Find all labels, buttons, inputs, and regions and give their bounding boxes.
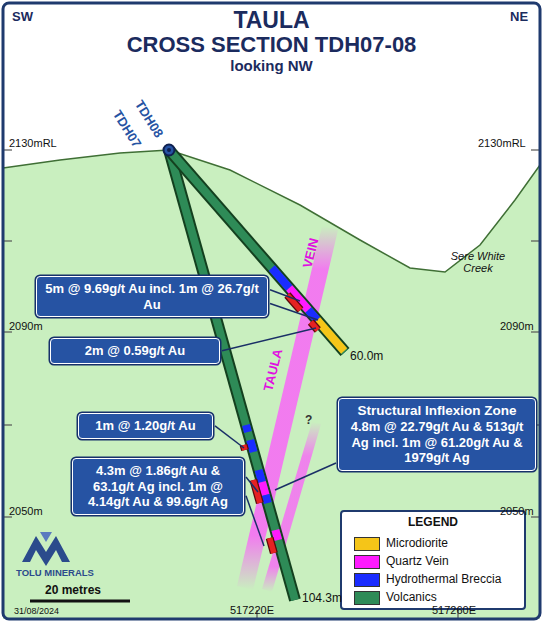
legend-swatch [354,591,380,605]
leader-line [246,496,264,546]
legend-text: Volcanics [386,590,437,604]
section-label: ? [305,414,312,427]
interval-mark [266,495,268,503]
section-label: 2050m [500,505,534,517]
interval-mark [272,268,289,288]
assay-mark [270,538,274,553]
interval-mark [250,440,253,452]
section-label: 2090m [9,320,43,332]
assay-callout: 4.3m @ 1.86g/t Au & 63.1g/t Ag incl. 1m … [72,458,244,515]
interval-mark [262,482,266,495]
assay-callout: 5m @ 9.69g/t Au incl. 1m @ 26.7g/t Au [36,276,268,317]
section-label: 2050m [9,505,43,517]
drill-hole [169,150,345,352]
legend-swatch [354,573,380,587]
assay-mark [270,538,274,553]
interval-mark [246,425,248,432]
section-label: 517260E [432,604,476,616]
leader-line [246,477,258,492]
section-label: TOLU MINERALS [16,568,94,578]
leader-line [215,426,244,448]
callout-heading: Structural Inflexion Zone [347,403,527,419]
callout-text: 2m @ 0.59g/t Au [59,343,211,359]
section-label: NE [510,10,528,24]
callout-text: 5m @ 9.69g/t Au incl. 1m @ 26.7g/t Au [45,281,259,312]
legend-swatch [354,537,380,551]
callout-text: 4.8m @ 22.79g/t Au & 513g/t Ag incl. 1m … [347,419,527,466]
assay-callout: 2m @ 0.59g/t Au [50,338,220,364]
section-label: 60.0m [350,350,383,363]
leader-line [275,463,336,490]
legend-box: LEGEND MicrodioriteQuartz VeinHydrotherma… [340,510,526,610]
section-label: looking NW [0,58,543,75]
drill-hole [169,150,345,352]
leader-line [222,328,316,351]
assay-callout: 1m @ 1.20g/t Au [78,413,213,439]
zone-callout: Structural Inflexion Zone4.8m @ 22.79g/t… [338,398,536,471]
section-label: CROSS SECTION TDH07-08 [0,33,543,57]
interval-mark [259,470,262,482]
legend-text: Microdiorite [386,536,448,550]
callout-text: 1m @ 1.20g/t Au [87,418,204,434]
leader-line [270,290,300,301]
leader-line [270,303,318,320]
section-label: 104.3m [302,592,342,605]
interval-mark [317,320,344,351]
callout-text: 4.3m @ 1.86g/t Au & 63.1g/t Ag incl. 1m … [81,463,235,510]
legend-text: Hydrothermal Breccia [386,572,501,586]
legend-heading: LEGEND [342,516,524,529]
section-label: 31/08/2024 [14,607,59,617]
section-label: 2130mRL [478,137,526,149]
legend-text: Quartz Vein [386,554,449,568]
assay-mark [253,480,259,503]
assay-mark [253,480,259,503]
section-label: Sere White Creek [438,250,518,274]
interval-mark [275,530,278,540]
section-label: SW [12,10,33,24]
section-label: 20 metres [45,584,101,597]
section-label: 2130mRL [9,137,57,149]
section-label: 2090m [500,320,534,332]
diagram-title: TAULA [0,8,543,33]
section-label: 517220E [230,604,274,616]
legend-swatch [354,555,380,569]
